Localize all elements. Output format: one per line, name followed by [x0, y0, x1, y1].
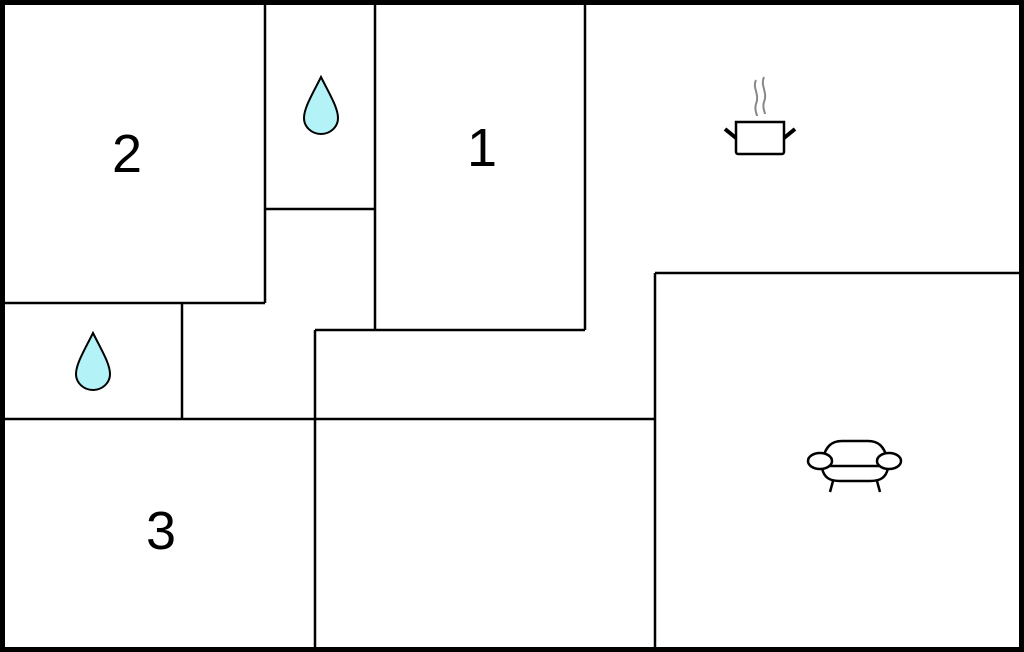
sofa-icon [806, 439, 903, 493]
room-label-1: 1 [467, 118, 497, 178]
room-label-2: 2 [112, 124, 142, 184]
water-drop-icon [74, 330, 112, 391]
interior-walls [4, 4, 1020, 648]
water-drop-icon [302, 74, 340, 135]
room-label-3: 3 [146, 501, 176, 561]
cooking-pot-icon [723, 76, 797, 156]
